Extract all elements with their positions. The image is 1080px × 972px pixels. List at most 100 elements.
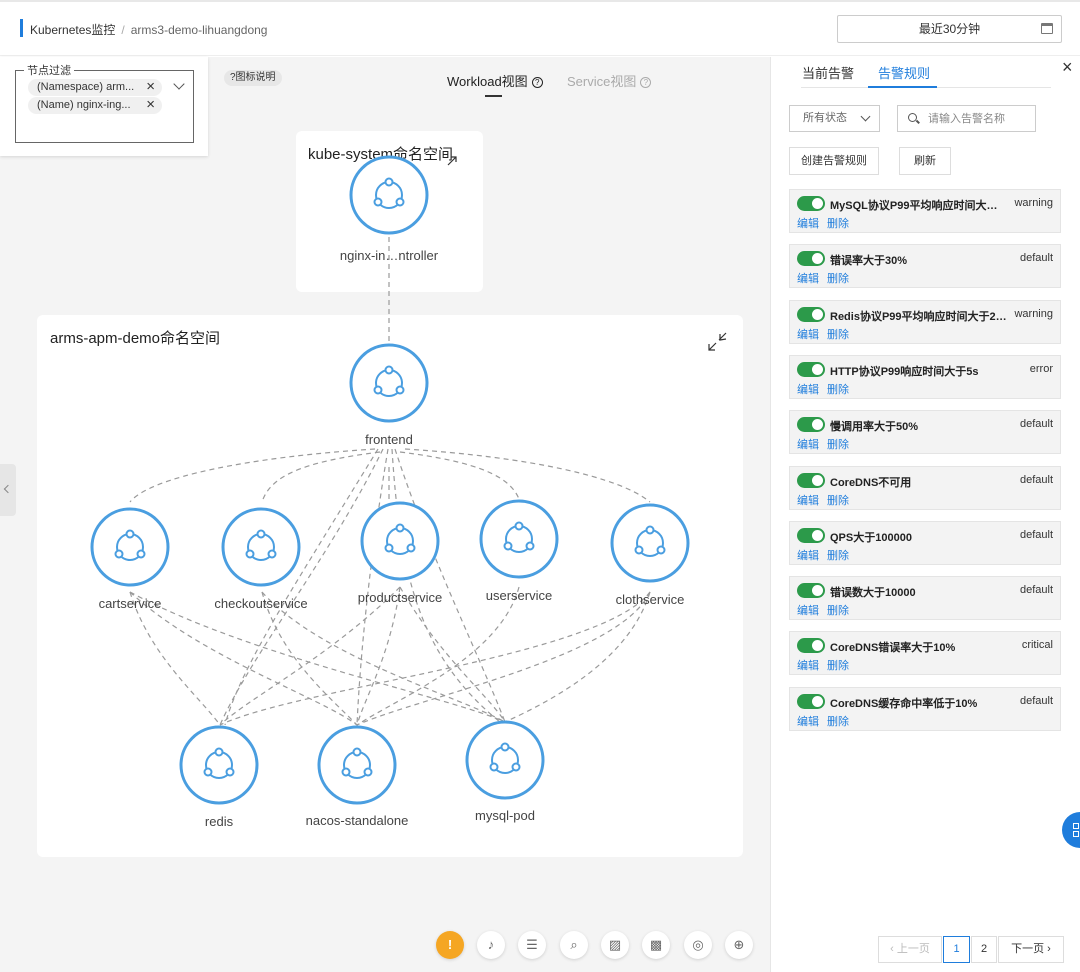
rule-level: default <box>1019 528 1053 541</box>
pagination-page-1[interactable]: 1 <box>943 936 970 963</box>
node-label-checkoutservice: checkoutservice <box>214 596 308 611</box>
left-drawer-handle[interactable] <box>0 464 16 516</box>
rule-edit-link[interactable]: 编辑 <box>797 218 819 230</box>
rule-edit-link[interactable]: 编辑 <box>797 273 819 286</box>
node-nacos[interactable] <box>317 725 397 805</box>
node-label-nacos: nacos-standalone <box>305 813 409 828</box>
help-icon[interactable]: ? <box>640 77 652 88</box>
expand-icon[interactable] <box>447 156 457 166</box>
rule-enabled-toggle[interactable] <box>797 251 825 267</box>
rule-delete-link[interactable]: 删除 <box>827 715 849 728</box>
calendar-icon <box>1041 23 1053 34</box>
node-mysql[interactable] <box>465 720 545 800</box>
node-clothservice[interactable] <box>610 503 690 583</box>
list-icon[interactable]: ☰ <box>518 931 546 959</box>
rule-level: default <box>1019 418 1053 431</box>
close-icon[interactable]: × <box>1062 57 1073 77</box>
alert-search-input[interactable] <box>928 110 1028 127</box>
pagination-prev-button[interactable]: ‹ 上一页 <box>878 936 942 963</box>
node-label-frontend: frontend <box>365 432 413 447</box>
node-productservice[interactable] <box>360 501 440 581</box>
rule-edit-link[interactable]: 编辑 <box>797 605 819 618</box>
alert-warning-button[interactable]: ! <box>436 931 464 959</box>
pagination-next-button[interactable]: 下一页 › <box>998 936 1064 963</box>
collapse-icon[interactable] <box>708 332 727 351</box>
rule-delete-link[interactable]: 删除 <box>827 549 849 562</box>
rule-level: critical <box>1021 639 1053 652</box>
create-alert-rule-button[interactable]: 创建告警规则 <box>789 147 879 175</box>
node-userservice[interactable] <box>479 499 559 579</box>
rule-delete-link[interactable]: 删除 <box>827 660 849 673</box>
node-label-redis: redis <box>204 814 234 829</box>
rule-enabled-toggle[interactable] <box>797 583 825 599</box>
rule-edit-link[interactable]: 编辑 <box>797 328 819 341</box>
rule-enabled-toggle[interactable] <box>797 472 825 488</box>
rule-name: 慢调用率大于50% <box>830 421 919 434</box>
workload-icon <box>203 747 235 779</box>
topology-graph <box>90 155 727 805</box>
rule-enabled-toggle[interactable] <box>797 417 825 433</box>
remove-tag-icon[interactable]: × <box>146 96 155 113</box>
filter-tag-name-label: (Name) nginx-ing... <box>37 99 131 111</box>
status-select[interactable]: 所有状态 <box>789 105 880 132</box>
image-icon[interactable]: ▨ <box>601 931 629 959</box>
breadcrumb-root[interactable]: Kubernetes监控 <box>30 23 116 37</box>
node-filter-fieldset[interactable] <box>15 70 194 143</box>
topology-canvas[interactable]: kube-system命名空间 arms-apm-demo命名空间 <box>0 57 770 972</box>
node-frontend[interactable] <box>349 343 429 423</box>
rule-level: default <box>1019 252 1053 265</box>
floating-apps-button[interactable] <box>1062 812 1080 848</box>
rule-edit-link[interactable]: 编辑 <box>797 715 819 728</box>
compass-icon[interactable]: ◎ <box>684 931 712 959</box>
time-range-picker[interactable]: 最近30分钟 <box>837 15 1062 43</box>
rule-edit-link[interactable]: 编辑 <box>797 383 819 396</box>
pagination-page-2[interactable]: 2 <box>971 936 997 963</box>
search-icon[interactable]: ⌕ <box>560 931 588 959</box>
remove-tag-icon[interactable]: × <box>146 78 155 95</box>
pagination-next-label: 下一页 <box>1011 943 1045 955</box>
rule-enabled-toggle[interactable] <box>797 638 825 654</box>
tab-workload-view[interactable]: Workload视图? <box>447 71 543 90</box>
node-checkoutservice[interactable] <box>221 507 301 587</box>
rule-delete-link[interactable]: 删除 <box>827 273 849 286</box>
active-view-indicator <box>485 95 502 97</box>
rule-edit-link[interactable]: 编辑 <box>797 549 819 562</box>
rule-delete-link[interactable]: 删除 <box>827 439 849 452</box>
rule-enabled-toggle[interactable] <box>797 361 825 377</box>
rule-delete-link[interactable]: 删除 <box>827 218 849 230</box>
tab-current-alerts[interactable]: 当前告警 <box>802 66 855 81</box>
search-icon <box>908 113 917 122</box>
rule-delete-link[interactable]: 删除 <box>827 605 849 618</box>
icon-legend-button[interactable]: ?图标说明 <box>224 70 282 86</box>
rule-enabled-toggle[interactable] <box>797 306 825 322</box>
refresh-button[interactable]: 刷新 <box>899 147 951 175</box>
tab-workload-label: Workload视图 <box>447 74 528 89</box>
node-cartservice[interactable] <box>90 507 170 587</box>
workload-icon <box>114 529 146 561</box>
rule-delete-link[interactable]: 删除 <box>827 383 849 396</box>
rule-delete-link[interactable]: 删除 <box>827 494 849 507</box>
rule-name: Redis协议P99平均响应时间大于25... <box>830 310 1008 323</box>
rule-enabled-toggle[interactable] <box>797 693 825 709</box>
node-filter-legend: 节点过滤 <box>24 62 74 78</box>
breadcrumb: Kubernetes监控/arms3-demo-lihuangdong <box>30 21 267 38</box>
rule-level: default <box>1019 694 1053 707</box>
rule-edit-link[interactable]: 编辑 <box>797 494 819 507</box>
rule-edit-link[interactable]: 编辑 <box>797 660 819 673</box>
node-label-nginx: nginx-in…ntroller <box>339 248 439 263</box>
zoom-in-icon[interactable]: ⊕ <box>725 931 753 959</box>
node-redis[interactable] <box>179 725 259 805</box>
workload-icon <box>245 529 277 561</box>
bell-icon[interactable]: ♪ <box>477 931 505 959</box>
tab-alert-rules[interactable]: 告警规则 <box>878 66 931 81</box>
image-export-icon[interactable]: ▩ <box>642 931 670 959</box>
rule-enabled-toggle[interactable] <box>797 527 825 543</box>
rule-delete-link[interactable]: 删除 <box>827 328 849 341</box>
rule-name: CoreDNS不可用 <box>830 476 912 489</box>
help-icon[interactable]: ? <box>531 77 543 88</box>
rule-edit-link[interactable]: 编辑 <box>797 439 819 452</box>
tab-service-view[interactable]: Service视图? <box>567 71 652 90</box>
rule-enabled-toggle[interactable] <box>797 196 825 211</box>
node-nginx[interactable] <box>349 155 429 235</box>
